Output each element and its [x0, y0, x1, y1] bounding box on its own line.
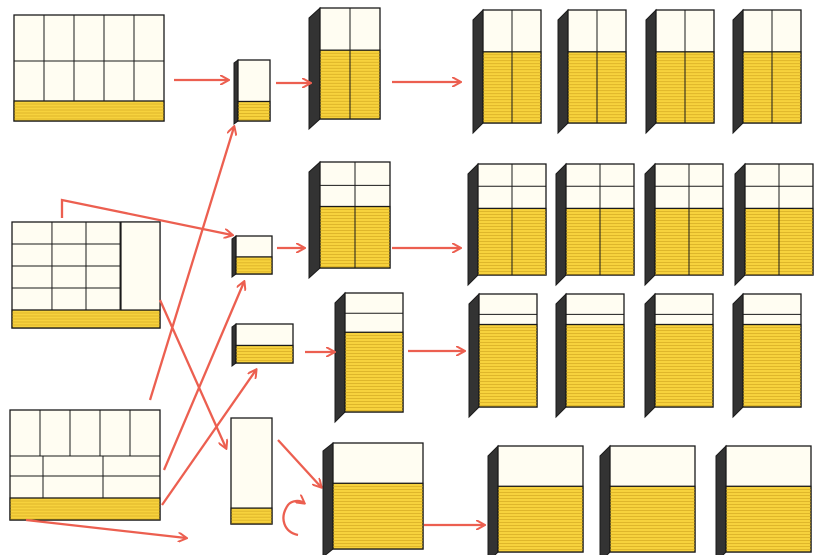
stack-row1: [308, 6, 381, 131]
source-block-top: [13, 14, 165, 122]
stack-row4: [322, 441, 424, 555]
result-row3-block-2: [555, 292, 625, 419]
arrow-right-icon: [60, 198, 232, 235]
result-row1-block-4: [732, 8, 802, 135]
result-row2-block-4: [734, 162, 814, 287]
result-row4-block-1: [487, 444, 584, 555]
result-row2-block-1: [467, 162, 547, 287]
source-block-bottom: [9, 409, 161, 521]
result-row1-block-3: [645, 8, 715, 135]
piece-row1: [233, 59, 271, 125]
arrow-right-icon: [25, 518, 186, 538]
curved-arrow-icon: [282, 501, 304, 537]
arrow-right-icon: [148, 127, 234, 401]
result-row4-block-3: [715, 444, 812, 555]
stack-row2: [308, 160, 391, 280]
source-block-middle: [11, 221, 161, 329]
arrow-right-icon: [161, 370, 256, 506]
arrow-right-icon: [158, 299, 226, 448]
arrow-right-icon: [277, 439, 321, 487]
result-row1-block-2: [557, 8, 627, 135]
result-row3-block-3: [644, 292, 714, 419]
piece-row3: [231, 323, 294, 367]
result-row2-block-3: [644, 162, 724, 287]
result-row2-block-2: [555, 162, 635, 287]
result-row3-block-1: [468, 292, 538, 419]
piece-row4: [230, 417, 273, 525]
piece-row2: [231, 235, 273, 278]
stack-row3: [334, 291, 404, 424]
result-row1-block-1: [472, 8, 542, 135]
result-row3-block-4: [732, 292, 802, 419]
arrow-right-icon: [162, 282, 244, 471]
result-row4-block-2: [599, 444, 696, 555]
